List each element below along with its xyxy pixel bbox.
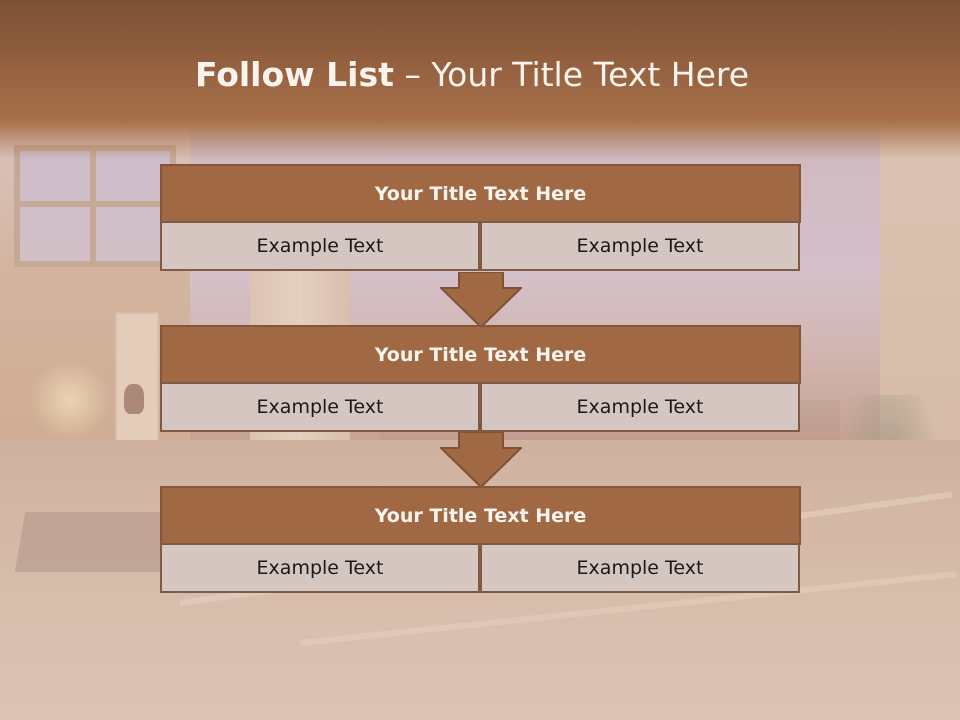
flow-block-cell-left[interactable]: Example Text: [160, 221, 480, 271]
header-band: [0, 0, 960, 160]
flow-block-1: Your Title Text Here Example Text Exampl…: [160, 164, 801, 271]
flow-block-title[interactable]: Your Title Text Here: [160, 486, 801, 545]
slide-title-rest: – Your Title Text Here: [393, 55, 750, 94]
background-window: [14, 145, 176, 267]
down-arrow-icon: [440, 272, 522, 328]
flow-block-3: Your Title Text Here Example Text Exampl…: [160, 486, 801, 593]
flow-block-cell-right[interactable]: Example Text: [480, 221, 800, 271]
flow-block-cell-left[interactable]: Example Text: [160, 382, 480, 432]
flow-block-cell-right[interactable]: Example Text: [480, 382, 800, 432]
flow-block-2: Your Title Text Here Example Text Exampl…: [160, 325, 801, 432]
flow-block-title[interactable]: Your Title Text Here: [160, 325, 801, 384]
flow-block-cell-left[interactable]: Example Text: [160, 543, 480, 593]
flow-block-title[interactable]: Your Title Text Here: [160, 164, 801, 223]
flow-block-cell-right[interactable]: Example Text: [480, 543, 800, 593]
background-lamp-glow: [30, 360, 110, 440]
background-vase: [124, 384, 144, 414]
slide-title-bold: Follow List: [194, 55, 394, 94]
down-arrow-icon: [440, 432, 522, 488]
slide-title[interactable]: Follow List – Your Title Text Here: [0, 52, 944, 98]
